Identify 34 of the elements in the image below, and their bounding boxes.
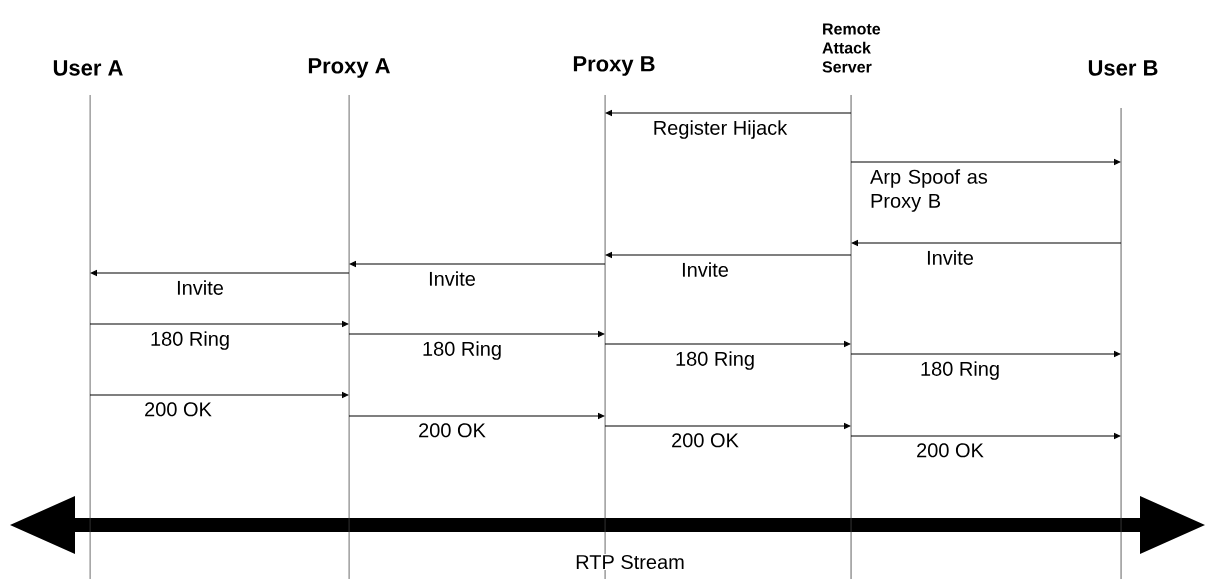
edge-label: Register Hijack: [654, 120, 788, 139]
message-arrow: [348, 331, 605, 337]
edge-label: 180 Ring: [676, 351, 754, 370]
edge-label: Invite: [927, 250, 973, 265]
participant-label: Proxy A: [308, 58, 390, 78]
message-arrow: [850, 433, 1121, 439]
message-arrow: [604, 341, 851, 347]
edge-label: 180 Ring: [151, 331, 229, 350]
message-arrow: [89, 321, 349, 327]
message-arrow: [90, 270, 350, 276]
message-arrow: [850, 351, 1121, 357]
stream-label: RTP Stream: [574, 553, 686, 571]
edge-label: 200 OK: [672, 433, 739, 448]
participant-label: User B: [1088, 60, 1158, 76]
message-arrow: [605, 252, 852, 258]
edge-label: 180 Ring: [921, 361, 999, 380]
message-arrow: [348, 413, 605, 419]
edge-label: Invite: [429, 271, 475, 286]
edge-label: 180 Ring: [423, 341, 501, 360]
participant-label: Proxy B: [573, 56, 655, 76]
message-arrow: [850, 159, 1121, 165]
edge-label: 200 OK: [917, 443, 984, 458]
edge-label: 200 OK: [419, 423, 486, 438]
message-arrow: [851, 240, 1122, 246]
edge-label: Invite: [177, 280, 223, 295]
message-arrow: [605, 110, 852, 116]
message-arrow: [89, 392, 349, 398]
edge-label: Arp Spoof as Proxy B: [870, 169, 988, 212]
participant-label: Remote Attack Server: [822, 23, 881, 73]
message-arrow: [349, 261, 606, 267]
edge-label: 200 OK: [145, 402, 212, 417]
participant-label: User A: [53, 60, 123, 76]
message-arrow: [604, 423, 851, 429]
edge-label: Invite: [682, 262, 728, 277]
